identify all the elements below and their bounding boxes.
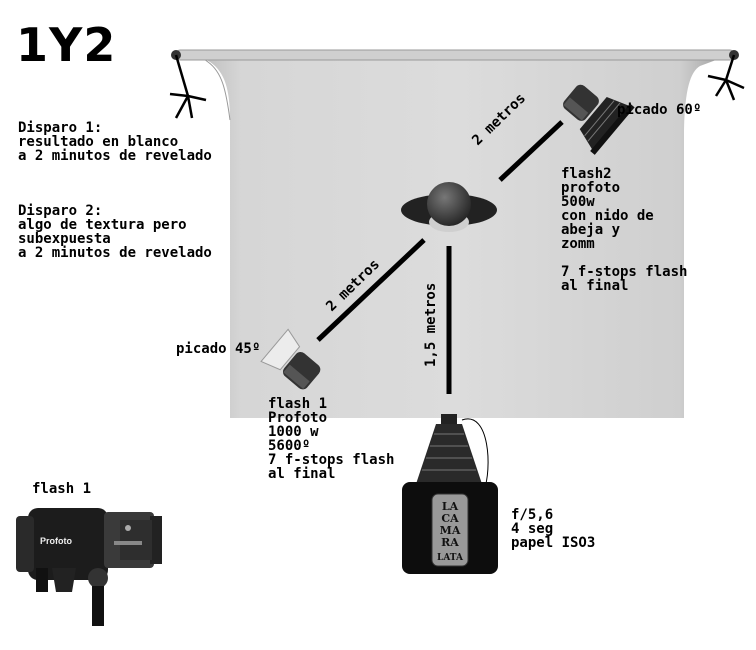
shot-2-notes: Disparo 2: algo de textura pero subexpue… — [18, 203, 212, 261]
product-label: flash 1 — [32, 481, 92, 497]
svg-text:MA: MA — [440, 524, 461, 537]
flash1-notes: flash 1 Profoto 1000 w 5600º 7 f-stops f… — [268, 396, 395, 482]
flash2-head — [563, 84, 635, 155]
camera-distance-label: 1,5 metros — [423, 282, 439, 367]
flash2-angle-label: picado 60º — [617, 102, 702, 118]
flash2-distance-line — [498, 120, 564, 182]
camera-bellows — [416, 414, 489, 491]
profoto-flash-photo: Profoto — [16, 508, 162, 626]
svg-text:LATA: LATA — [437, 553, 464, 563]
flash1-angle-label: picado 45º — [176, 341, 261, 357]
camera-settings: f/5,6 4 seg papel ISO3 — [511, 507, 596, 551]
flash2-notes: flash2 profoto 500w con nido de abeja y … — [561, 166, 688, 294]
flash1-distance-line — [316, 238, 426, 342]
backdrop-roller — [175, 49, 735, 61]
la-camara-lata-logo: LA CA MA RA LATA — [431, 493, 469, 567]
flash1-head — [260, 328, 321, 390]
shot-1-notes: Disparo 1: resultado en blanco a 2 minut… — [18, 120, 212, 164]
page-title: 1Y2 — [16, 18, 117, 72]
svg-text:LA: LA — [442, 500, 459, 513]
svg-text:CA: CA — [441, 512, 459, 525]
profoto-brand-label: Profoto — [40, 536, 72, 546]
right-backdrop-stand — [707, 54, 745, 101]
left-backdrop-stand — [169, 54, 207, 119]
subject-figure — [401, 182, 497, 232]
svg-text:RA: RA — [441, 536, 459, 549]
